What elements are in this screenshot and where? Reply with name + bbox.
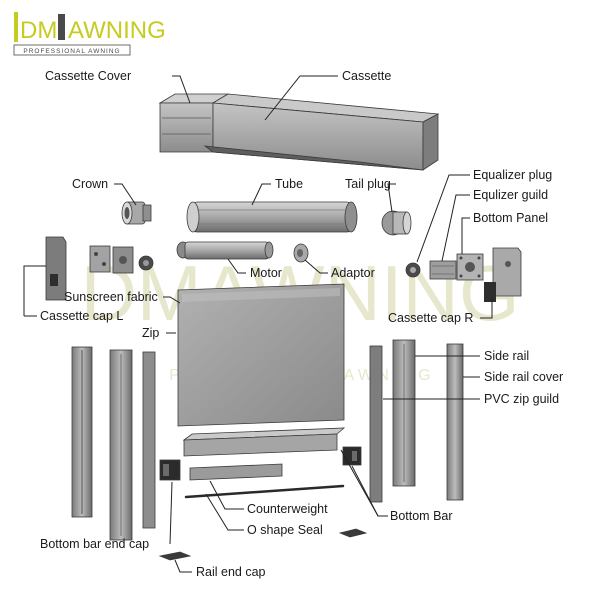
tube-part <box>186 201 358 233</box>
counterweight-part <box>189 463 283 481</box>
leader-lines <box>23 75 493 573</box>
right-side-rail-cover-part <box>446 343 464 501</box>
label-counterweight: Counterweight <box>247 502 328 516</box>
equlizer-guild-part <box>429 260 457 280</box>
logo-tagline: PROFESSIONAL AWNING <box>23 48 120 55</box>
label-sunscreen-fabric: Sunscreen fabric <box>64 290 158 304</box>
label-rail-end-cap: Rail end cap <box>196 565 266 579</box>
label-cassette-cover: Cassette Cover <box>45 69 131 83</box>
logo-tagline-box <box>13 44 131 56</box>
logo-awning: AWNING <box>68 17 166 44</box>
o-shape-seal-part <box>184 484 345 499</box>
label-o-shape-seal: O shape Seal <box>247 523 323 537</box>
label-motor: Motor <box>250 266 282 280</box>
sunscreen-fabric-part <box>177 283 345 427</box>
logo-accent-bar <box>14 12 18 42</box>
logo-slash <box>58 14 65 40</box>
label-pvc-zip-guild: PVC zip guild <box>484 392 559 406</box>
tail-plug-part <box>381 210 412 236</box>
bottom-bar-end-cap-left-part <box>159 459 181 481</box>
label-tail-plug: Tail plug <box>345 177 391 191</box>
left-side-rail-cover-part <box>142 351 156 529</box>
right-pvc-zip-guild-part <box>369 345 383 503</box>
crown-part <box>121 201 152 225</box>
cassette-part <box>158 93 440 171</box>
right-side-rail-part <box>392 339 416 487</box>
bottom-panel-part <box>456 253 484 281</box>
cassette-cap-r-part <box>484 247 522 302</box>
left-pvc-zip-guild-part <box>71 346 93 518</box>
label-bottom-bar: Bottom Bar <box>390 509 453 523</box>
label-adaptor: Adaptor <box>331 266 375 280</box>
label-equlizer-guild: Equlizer guild <box>473 188 548 202</box>
logo: DM AWNING PROFESSIONAL AWNING <box>13 12 166 56</box>
equalizer-plug-part <box>405 262 421 278</box>
label-cassette: Cassette <box>342 69 391 83</box>
label-cassette-cap-l: Cassette cap L <box>40 309 123 323</box>
label-bottom-bar-end-cap: Bottom bar end cap <box>40 537 149 551</box>
left-side-rail-part <box>109 349 133 541</box>
labels: Cassette Cover Cassette Crown Tube Tail … <box>40 69 563 579</box>
rail-end-cap-right-part <box>338 528 368 538</box>
label-side-rail: Side rail <box>484 349 529 363</box>
motor-part <box>176 241 274 260</box>
label-cassette-cap-r: Cassette cap R <box>388 311 473 325</box>
label-zip: Zip <box>142 326 159 340</box>
rail-end-cap-left-part <box>158 551 192 561</box>
adaptor-part <box>293 243 309 263</box>
bottom-bar-end-cap-right-part <box>342 446 362 466</box>
cassette-cap-l-part <box>45 236 154 301</box>
label-equalizer-plug: Equalizer plug <box>473 168 552 182</box>
label-crown: Crown <box>72 177 108 191</box>
bottom-bar-part <box>182 427 346 457</box>
label-bottom-panel: Bottom Panel <box>473 211 548 225</box>
label-tube: Tube <box>275 177 303 191</box>
logo-dm: DM <box>20 17 57 44</box>
label-side-rail-cover: Side rail cover <box>484 370 563 384</box>
